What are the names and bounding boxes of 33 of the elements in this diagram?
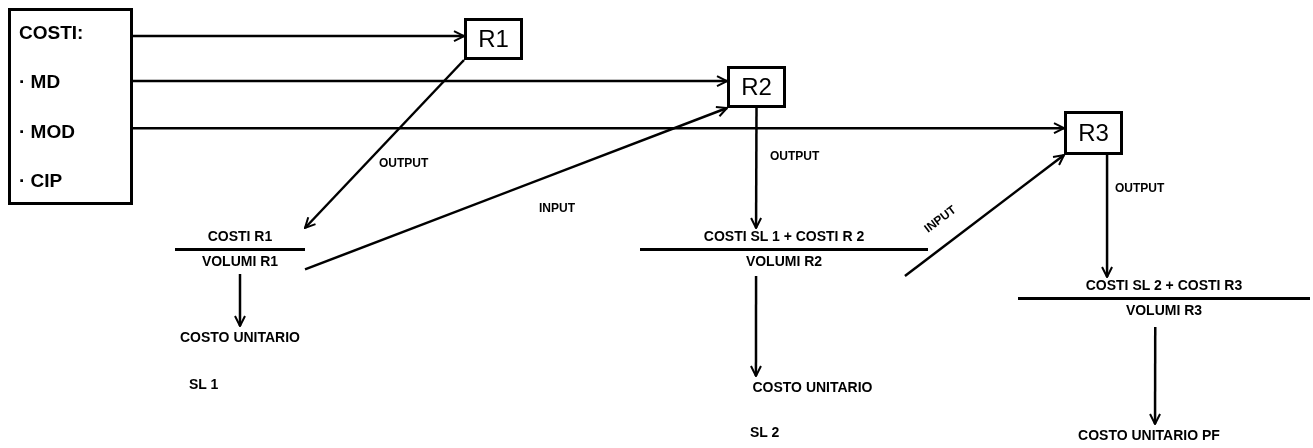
arrow	[750, 108, 763, 229]
fraction-denominator: VOLUMI R1	[201, 251, 279, 270]
list-item: · CIP	[19, 171, 64, 190]
edge-label: OUTPUT	[1113, 182, 1167, 194]
list-heading: COSTI:	[19, 23, 85, 42]
arrow	[749, 276, 762, 377]
side-label: SL 2	[750, 423, 780, 442]
arrow	[133, 75, 728, 88]
cost-list-box	[8, 8, 133, 205]
fraction-numerator: COSTI SL 2 + COSTI R3	[1018, 277, 1310, 300]
edge-label: INPUT	[537, 202, 577, 214]
process-box: R2	[727, 66, 786, 108]
result-text: COSTO UNITARIO	[752, 377, 873, 397]
list-item: · MD	[19, 72, 62, 92]
arrow	[304, 105, 728, 271]
arrow	[133, 122, 1065, 135]
arrow	[1101, 155, 1114, 278]
edge-label: OUTPUT	[768, 150, 822, 162]
process-box: R3	[1064, 111, 1123, 155]
side-label: SL 1	[189, 375, 219, 394]
list-item: · MOD	[19, 121, 76, 141]
arrow	[904, 154, 1065, 277]
arrow	[234, 274, 246, 327]
arrow	[304, 59, 465, 229]
result-text: COSTO UNITARIO PF	[1078, 425, 1220, 445]
result-text: COSTO UNITARIO	[179, 327, 300, 347]
process-box: R1	[464, 18, 523, 60]
fraction-numerator: COSTI R1	[175, 228, 305, 251]
fraction-denominator: VOLUMI R3	[1125, 300, 1203, 319]
arrow	[1149, 327, 1162, 425]
edge-label: OUTPUT	[377, 157, 431, 169]
fraction-denominator: VOLUMI R2	[745, 251, 823, 270]
arrow	[133, 30, 465, 43]
